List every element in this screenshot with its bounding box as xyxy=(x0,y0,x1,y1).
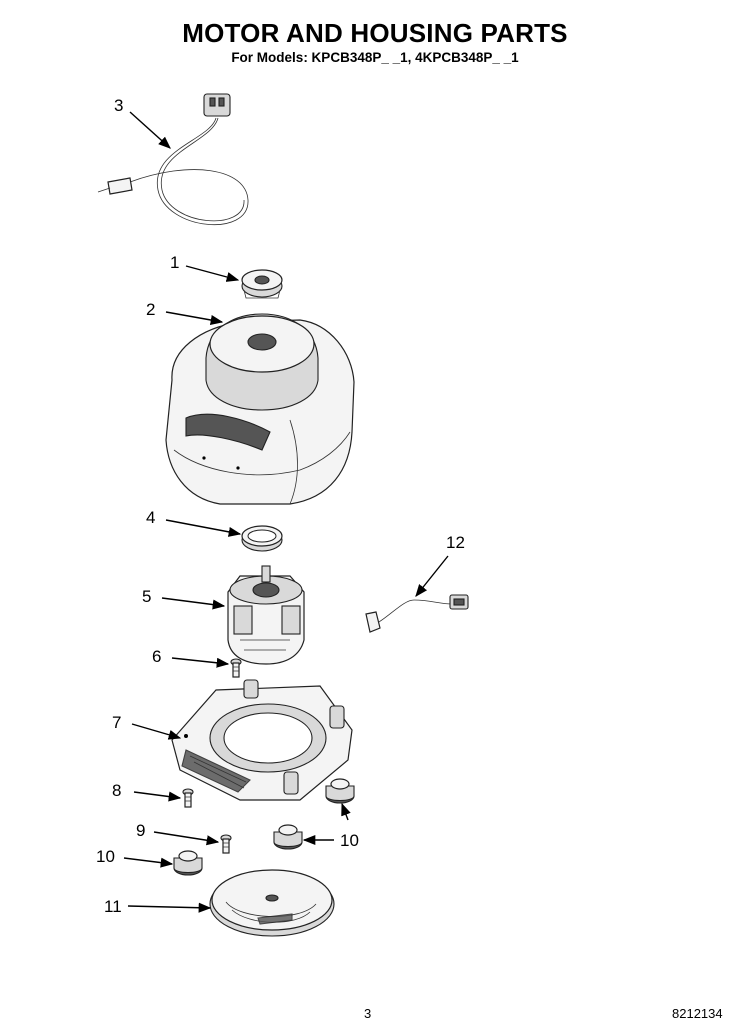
callout-8: 8 xyxy=(112,781,121,800)
callout-10-left: 10 xyxy=(96,847,115,866)
callout-7: 7 xyxy=(112,713,121,732)
part-wire-harness xyxy=(365,594,469,633)
callout-10-right: 10 xyxy=(340,831,359,850)
part-motor xyxy=(227,565,305,665)
part-housing xyxy=(165,313,355,505)
part-screw-9 xyxy=(220,834,232,854)
callout-11: 11 xyxy=(104,897,122,916)
part-screw-6 xyxy=(230,658,242,678)
part-ring xyxy=(241,525,283,552)
part-foot-a xyxy=(173,850,203,876)
page-title: MOTOR AND HOUSING PARTS xyxy=(182,18,568,48)
model-list: For Models: KPCB348P_ _1, 4KPCB348P_ _1 xyxy=(231,50,519,65)
page-number: 3 xyxy=(364,1006,372,1021)
callout-5: 5 xyxy=(142,587,151,606)
callout-3: 3 xyxy=(114,96,123,115)
callout-1: 1 xyxy=(170,253,179,272)
part-screw-8 xyxy=(182,788,194,808)
part-power-cord xyxy=(97,93,249,225)
callout-9: 9 xyxy=(136,821,145,840)
callout-6: 6 xyxy=(152,647,161,666)
part-coupler xyxy=(241,269,283,299)
part-base xyxy=(171,679,353,801)
callout-labels: 3 1 2 4 5 6 7 8 9 10 10 11 12 xyxy=(96,96,465,916)
document-number: 8212134 xyxy=(672,1006,723,1021)
leader-lines xyxy=(123,111,449,913)
callout-4: 4 xyxy=(146,508,155,527)
part-bottom-plate xyxy=(209,869,335,937)
callout-12: 12 xyxy=(446,533,465,552)
part-foot-c xyxy=(325,778,355,804)
part-foot-b xyxy=(273,824,303,850)
callout-2: 2 xyxy=(146,300,155,319)
